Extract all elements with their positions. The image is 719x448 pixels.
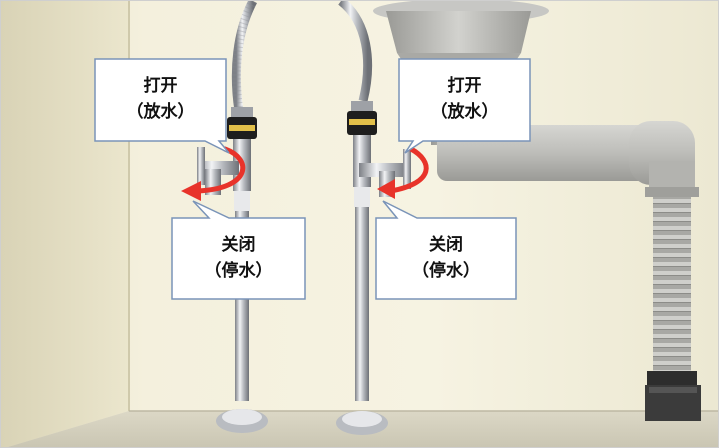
callout-right-open-line2: （放水） bbox=[430, 102, 499, 122]
callout-left-close-line2: （停水） bbox=[204, 261, 273, 281]
right-valve-body bbox=[359, 163, 409, 177]
callout-left-close-text: 关闭 （停水） bbox=[172, 232, 305, 284]
right-supply-pipe bbox=[336, 1, 411, 435]
left-rotation-arrow bbox=[181, 146, 246, 201]
callout-left-close-line1: 关闭 bbox=[221, 235, 256, 255]
callout-right-open-text: 打开 （放水） bbox=[399, 73, 530, 125]
callout-right-close-text: 关闭 （停水） bbox=[376, 232, 516, 284]
callout-right-open-line1: 打开 bbox=[447, 76, 482, 96]
callout-left-open-line2: （放水） bbox=[126, 102, 195, 122]
right-rotation-arrow bbox=[377, 146, 429, 199]
callout-left-open-line1: 打开 bbox=[143, 76, 178, 96]
right-riser bbox=[355, 207, 369, 401]
callout-left-open-text: 打开 （放水） bbox=[95, 73, 226, 125]
callout-right-open bbox=[398, 58, 531, 154]
callout-right-close bbox=[375, 200, 517, 300]
callout-left-open bbox=[94, 58, 230, 154]
callout-right-close-line1: 关闭 bbox=[429, 235, 463, 255]
callout-right-close-line2: （停水） bbox=[412, 261, 480, 281]
callout-left-close bbox=[171, 200, 306, 300]
